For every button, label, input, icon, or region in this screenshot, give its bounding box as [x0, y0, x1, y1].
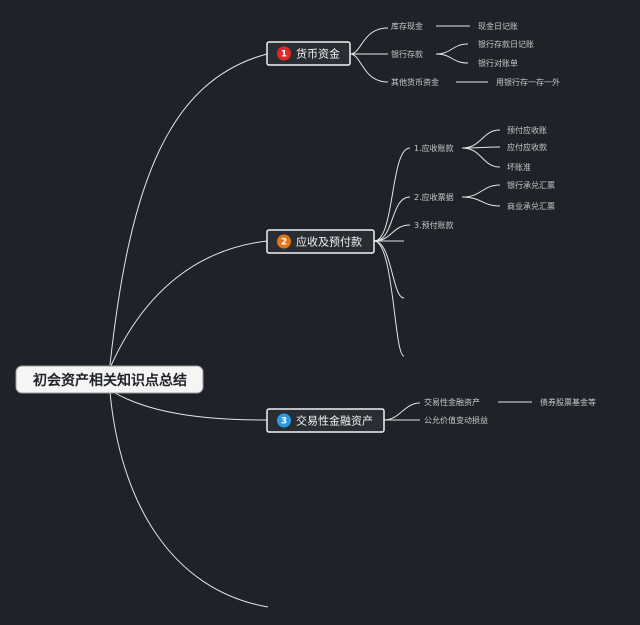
topic-bonds-stocks-funds[interactable]: 债券股票基金等 — [540, 397, 596, 407]
connector-root-branch-3 — [109, 389, 268, 421]
topic-other-funds-note[interactable]: 用银行存一存一外 — [496, 77, 560, 87]
branch-1-number: 1 — [281, 50, 287, 60]
root-node[interactable]: 初会资产相关知识点总结 — [15, 365, 204, 394]
root-node-title: 初会资产相关知识点总结 — [33, 372, 187, 389]
branch-3-label: 交易性金融资产 — [296, 414, 373, 428]
topic-ar-sub-1[interactable]: 预付应收账 — [507, 125, 547, 135]
root-node-box — [15, 365, 204, 394]
branch-2-label: 应收及预付款 — [296, 235, 362, 249]
connector-root-branch-2 — [109, 240, 268, 369]
connector-root-branch-1 — [109, 53, 268, 366]
branch-2-node[interactable]: 2 应收及预付款 — [266, 229, 375, 254]
topic-bank-journal[interactable]: 银行存款日记账 — [478, 39, 534, 49]
topic-ar-sub-2[interactable]: 应付应收款 — [507, 142, 547, 152]
topic-trading-financial-assets[interactable]: 交易性金融资产 — [424, 397, 480, 407]
topic-bank-acceptance[interactable]: 银行承兑汇票 — [507, 180, 555, 190]
branch-3-box — [266, 408, 385, 433]
topic-accounts-receivable[interactable]: 1.应收账款 — [414, 143, 454, 153]
topic-cash-on-hand[interactable]: 库存现金 — [391, 21, 423, 31]
root-connectors — [109, 53, 269, 608]
branch-2-box — [266, 229, 375, 254]
branch-3-node[interactable]: 3 交易性金融资产 — [266, 408, 385, 433]
branch-2-number: 2 — [281, 238, 287, 248]
branch-2-connectors — [373, 129, 501, 357]
branch-3-number-badge — [277, 413, 291, 428]
branch-1-label: 货币资金 — [296, 47, 340, 61]
topic-commercial-acceptance[interactable]: 商业承兑汇票 — [507, 201, 555, 211]
branch-1-connectors — [349, 25, 488, 83]
branch-1-number-badge — [277, 46, 291, 61]
connector-root-open-branch — [109, 391, 269, 608]
branch-1-children: 库存现金 现金日记账 银行存款 银行存款日记账 银行对账单 其他货币资金 用银行… — [391, 21, 560, 87]
topic-bad-debt[interactable]: 坏账准 — [507, 162, 531, 172]
topic-notes-receivable[interactable]: 2.应收票据 — [414, 192, 454, 202]
topic-other-monetary-funds[interactable]: 其他货币资金 — [391, 77, 439, 87]
topic-cash-journal[interactable]: 现金日记账 — [478, 21, 518, 31]
branch-3-number: 3 — [281, 417, 287, 427]
branch-1-node[interactable]: 1 货币资金 — [266, 41, 351, 66]
topic-bank-statement[interactable]: 银行对账单 — [478, 58, 518, 68]
branch-2-number-badge — [277, 234, 291, 249]
branch-2-children: 1.应收账款 预付应收账 应付应收款 坏账准 2.应收票据 银行承兑汇票 商业承… — [414, 125, 555, 230]
branch-3-children: 交易性金融资产 债券股票基金等 公允价值变动损益 — [424, 397, 596, 425]
topic-bank-deposits[interactable]: 银行存款 — [391, 49, 423, 59]
topic-fair-value-changes[interactable]: 公允价值变动损益 — [424, 415, 488, 425]
topic-prepayments[interactable]: 3.预付账款 — [414, 220, 454, 230]
branch-3-connectors — [383, 401, 532, 421]
